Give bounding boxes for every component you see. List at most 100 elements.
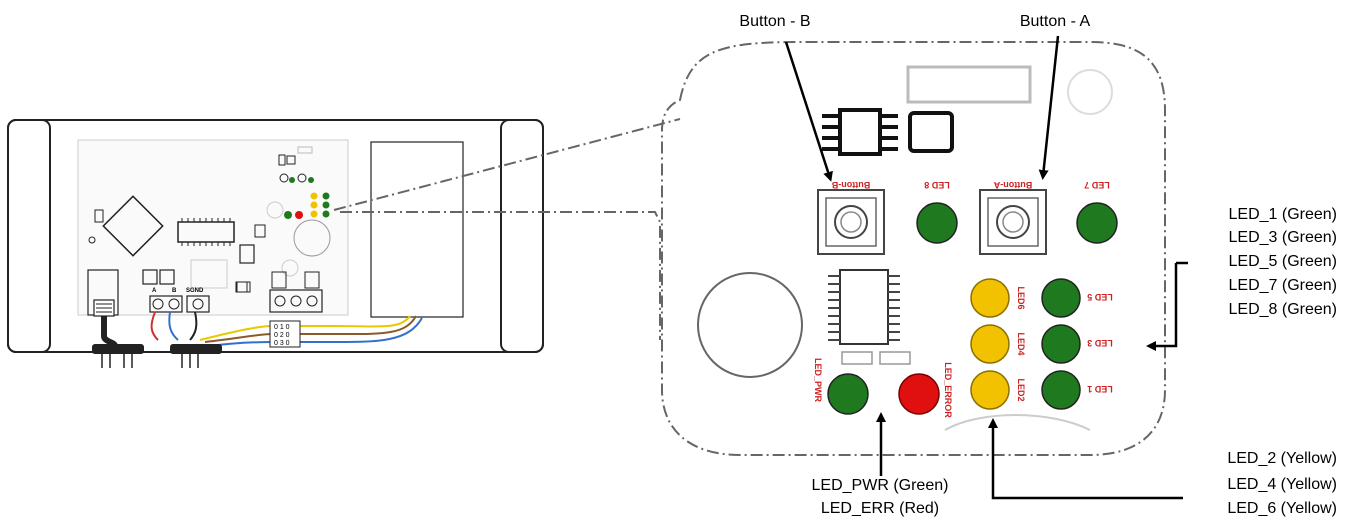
mini-led	[310, 192, 318, 200]
led-4	[970, 324, 1010, 364]
led-5	[1041, 278, 1081, 318]
mini-part	[236, 281, 248, 293]
silk-led-7: LED 7	[1084, 180, 1110, 190]
rs485-transceiver	[839, 269, 889, 345]
enclosure-right-cap	[500, 119, 544, 353]
mini-ring	[281, 259, 299, 277]
crystal	[94, 209, 104, 223]
enclosure	[7, 119, 544, 353]
terminal-ab	[149, 295, 183, 313]
mini-eeprom	[278, 154, 286, 166]
label-led-4: LED_4 (Yellow)	[1227, 476, 1337, 493]
mini-button-left	[142, 269, 158, 285]
led-err	[898, 373, 940, 415]
label-led-1: LED_1 (Green)	[1228, 206, 1338, 223]
rj45-cable	[93, 299, 118, 347]
led-1	[1041, 370, 1081, 410]
silk-button-b: Button-B	[831, 180, 870, 190]
label-led-err: LED_ERR (Red)	[820, 500, 940, 517]
led-7	[1076, 202, 1118, 244]
enclosure-left-cap	[7, 119, 51, 353]
junction-row-3: 0 3 0	[274, 340, 290, 347]
mini-led	[289, 177, 295, 183]
label-button-b: Button - B	[739, 13, 811, 30]
silk-led-error: LED_ERROR	[943, 362, 953, 418]
power-supply-module	[370, 141, 464, 318]
mini-button-a	[297, 173, 307, 183]
wire-junction-block	[269, 320, 301, 348]
pcb-outline	[77, 139, 349, 316]
mini-fuse	[297, 146, 313, 154]
label-led-5: LED_5 (Green)	[1228, 253, 1338, 270]
buzzer	[697, 272, 803, 378]
cable-gland-left	[92, 344, 144, 354]
zoom-bubble	[661, 41, 1166, 456]
label-button-a: Button - A	[1019, 13, 1091, 30]
mini-fuse-2	[271, 271, 287, 289]
via	[88, 236, 96, 244]
led-pwr	[827, 373, 869, 415]
button-a	[979, 189, 1047, 255]
mini-cap	[293, 219, 331, 257]
silk-led-3: LED 3	[1087, 338, 1113, 348]
label-led-pwr: LED_PWR (Green)	[811, 477, 949, 494]
mini-led	[322, 192, 330, 200]
mounting-hole	[1067, 69, 1113, 115]
junction-row-1: 0 1 0	[274, 324, 290, 331]
silk-button-a: Button-A	[993, 180, 1032, 190]
silk-led-8: LED 8	[924, 180, 950, 190]
mini-chip	[286, 155, 296, 165]
arrow-green-leds	[1146, 263, 1178, 351]
silk-led-4: LED4	[1016, 332, 1026, 355]
mini-chip-2	[254, 224, 266, 238]
terminal-b-label: B	[172, 288, 177, 294]
terminal-sgnd-label: SGND	[186, 288, 204, 294]
silk-led-5: LED 5	[1087, 292, 1113, 302]
led-3	[1041, 324, 1081, 364]
zoomed-pcb	[697, 65, 1118, 431]
mini-led	[310, 210, 318, 218]
resistor	[879, 351, 911, 365]
label-led-2: LED_2 (Yellow)	[1227, 450, 1337, 467]
fuse-holder	[906, 65, 1032, 104]
silk-led-1: LED 1	[1087, 384, 1113, 394]
mini-led	[322, 210, 330, 218]
mini-buzzer	[266, 201, 284, 219]
silk-led-pwr: LED_PWR	[813, 358, 823, 403]
terminal-sgnd	[186, 295, 210, 313]
microcontroller-chip	[102, 195, 164, 257]
mini-fuse-3	[304, 271, 320, 289]
label-led-3: LED_3 (Green)	[1228, 229, 1338, 246]
resistor	[841, 351, 873, 365]
led-8	[916, 202, 958, 244]
silk-led-2: LED2	[1016, 378, 1026, 401]
pcb-footprint	[190, 259, 228, 289]
label-led-8: LED_8 (Green)	[1228, 301, 1338, 318]
silk-led-6: LED6	[1016, 286, 1026, 309]
zoom-line-top	[333, 118, 681, 211]
small-ic	[239, 244, 255, 264]
junction-row-2: 0 2 0	[274, 332, 290, 339]
arrow-button-b	[784, 41, 833, 182]
mini-led	[308, 177, 314, 183]
mini-led-pwr	[284, 211, 292, 219]
terminal-a-label: A	[152, 288, 157, 294]
led-2	[970, 370, 1010, 410]
button-b	[817, 189, 885, 255]
pcb-board	[77, 139, 349, 316]
arrow-button-a	[1038, 35, 1060, 180]
mini-button-right	[159, 269, 175, 285]
square-component	[908, 111, 954, 153]
cable-gland-right	[170, 344, 222, 354]
label-led-6: LED_6 (Yellow)	[1227, 500, 1337, 517]
zoom-line-bottom	[340, 211, 661, 340]
mini-button-b	[279, 173, 289, 183]
mini-led	[322, 201, 330, 209]
eeprom-chip	[838, 108, 882, 156]
terminal-power	[269, 289, 323, 313]
led-6	[970, 278, 1010, 318]
component-outline	[944, 414, 1091, 431]
wiring	[150, 311, 423, 347]
